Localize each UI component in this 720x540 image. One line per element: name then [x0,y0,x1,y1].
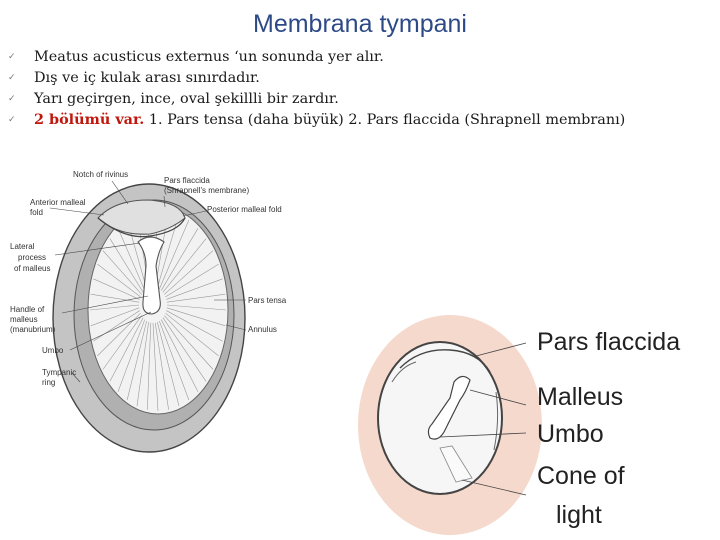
label-process: process [18,253,46,262]
radial-fibre-line [97,263,141,298]
label-pars-tensa: Pars tensa [248,296,287,305]
label-annulus: Annulus [248,325,277,334]
radial-fibre-line [165,263,219,298]
bullet-list: ✓ Meatus acusticus externus ‘un sonunda … [8,46,720,130]
diagram1-labels: Notch of rivinus Pars flaccida (Shrapnel… [10,170,287,387]
label-of-malleus: of malleus [14,264,50,273]
radial-fibre-line [109,317,144,382]
label-manubrium: (manubrium) [10,325,56,334]
radial-fibre-line [165,312,219,357]
label-light-large: light [556,501,602,529]
label-tympanic: Tympanic [42,368,76,377]
radial-fibre-line [160,228,199,291]
radial-fibre-line [93,278,140,300]
diagram2-labels: Pars flaccida Malleus Umbo Cone of light [537,328,680,529]
label-anterior-malleal-fold: fold [30,208,43,217]
radial-fibre-line [90,307,140,327]
bullet-item: ✓ Meatus acusticus externus ‘un sonunda … [8,46,720,67]
radial-fibre-line [166,293,226,303]
diagram1-leader-lines [49,180,247,383]
label-malleus: malleus [10,315,38,324]
radial-fibre-line [166,304,227,311]
slide-title: Membrana tympani [253,10,467,38]
bullet-text: Dış ve iç kulak arası sınırdadır. [34,69,260,86]
otoscopic-view-diagram [358,315,542,535]
radial-fibre-line [117,319,146,392]
checkmark-icon: ✓ [8,72,16,83]
checkmark-icon: ✓ [8,93,16,104]
radial-fibre-line [164,250,214,295]
label-malleus-large: Malleus [537,383,623,411]
label-umbo: Umbo [42,346,64,355]
bullet-highlight: 2 bölümü var. [34,111,145,128]
radial-fibre-line [136,322,149,407]
radial-fibre-line [152,322,159,412]
radial-fibre-line [109,238,144,293]
radial-fibre-line [117,228,146,291]
radial-fibre-line [159,219,190,290]
label-pars-flaccida: Pars flaccida [164,176,210,185]
radial-fibre-line [93,310,140,342]
label-anterior-malleal: Anterior malleal [30,198,86,207]
radial-fibre-line [102,315,142,370]
radial-fibre-line [162,238,207,293]
label-shrapnells-membrane: (Shrapnell's membrane) [164,186,249,195]
radial-fibre-line [154,322,169,410]
label-lateral: Lateral [10,242,35,251]
radial-fibre-line [126,320,147,401]
radial-fibre-line [89,304,140,311]
radial-fibre-line [157,322,180,407]
radial-fibre-line [159,320,190,401]
label-umbo-large: Umbo [537,420,604,448]
label-handle-of: Handle of [10,305,45,314]
label-pars-flaccida-large: Pars flaccida [537,328,680,356]
bullet-item: ✓ Dış ve iç kulak arası sınırdadır. [8,67,720,88]
label-cone-of-large: Cone of [537,462,625,490]
checkmark-icon: ✓ [8,114,16,125]
checkmark-icon: ✓ [8,51,16,62]
bullet-item: ✓ 2 bölümü var. 1. Pars tensa (daha büyü… [8,109,720,130]
radial-fibre-line [160,319,199,392]
label-notch-of-rivinus: Notch of rivinus [73,170,128,179]
radial-fibre-line [162,317,207,382]
label-posterior-malleal-fold: Posterior malleal fold [207,205,282,214]
radial-fibre-line [147,322,152,410]
radial-fibre-line [102,250,142,295]
label-ring: ring [42,378,55,387]
bullet-text: Meatus acusticus externus ‘un sonunda ye… [34,48,384,65]
radial-fibre-line [166,278,223,300]
radial-fibre-line [166,307,226,327]
radial-fibre-line [164,315,214,370]
radial-fibre-line [157,213,180,288]
radial-fibre-line [166,310,223,342]
radial-fibre-line [90,293,140,303]
tympanic-membrane-diagram [52,183,246,453]
diagram2-leader-lines [439,342,527,496]
bullet-text: 1. Pars tensa (daha büyük) 2. Pars flacc… [144,111,626,128]
bullet-item: ✓ Yarı geçirgen, ince, oval şekillli bir… [8,88,720,109]
bullet-text: Yarı geçirgen, ince, oval şekillli bir z… [34,90,339,107]
